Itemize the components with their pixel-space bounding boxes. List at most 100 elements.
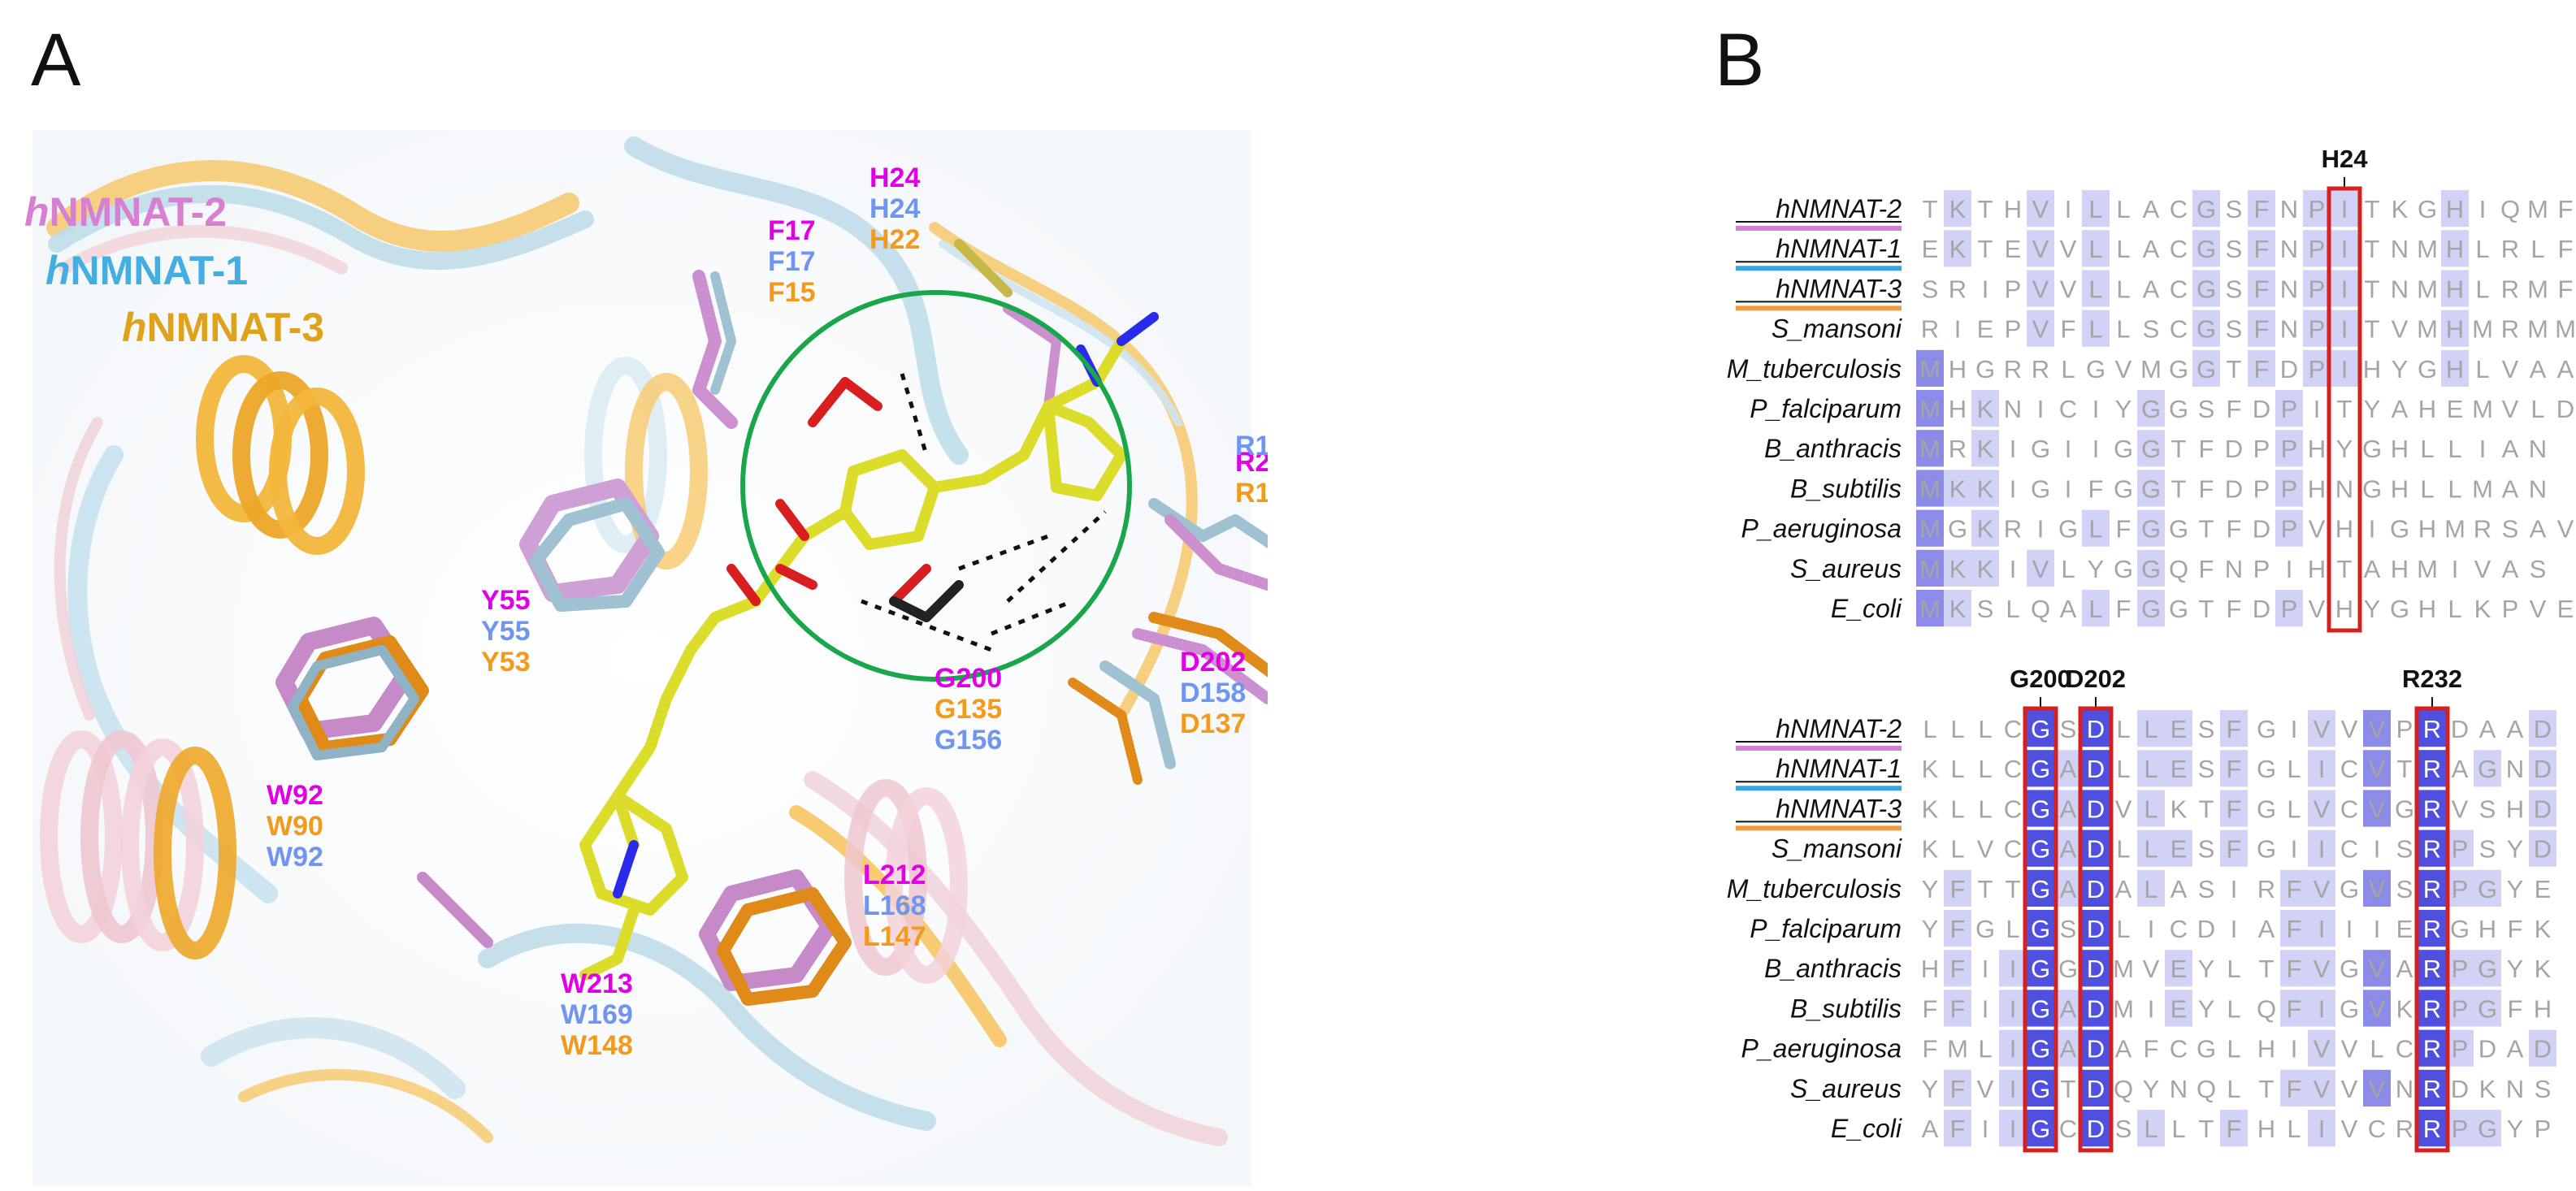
residue-char: I: [1982, 994, 1989, 1023]
residue-char: V: [2392, 315, 2409, 344]
conservation-cell: [2220, 710, 2248, 747]
residue-char: G: [2114, 474, 2133, 503]
residue-char: R: [2423, 755, 2441, 783]
residue-char: I: [2318, 835, 2326, 864]
residue-char: L: [1923, 715, 1936, 743]
residue-char: F: [2227, 515, 2242, 544]
conservation-cell: [2446, 1029, 2474, 1067]
legend-name: NMNAT-1: [71, 248, 249, 293]
residue-char: V: [2369, 1075, 2386, 1103]
residue-char: H: [2446, 235, 2464, 263]
conservation-cell: [2529, 710, 2556, 747]
residue-char: M: [2417, 315, 2438, 344]
residue-char: F: [2227, 395, 2242, 423]
residue-char: A: [2479, 715, 2496, 743]
residue-char: S: [2060, 915, 2077, 943]
residue-char: N: [2506, 1075, 2524, 1103]
conservation-cell: [2027, 990, 2054, 1027]
residue-char: P: [2005, 275, 2022, 303]
conserved-residue-marker: H24: [2322, 145, 2368, 633]
residue-char: A: [2143, 235, 2160, 263]
residue-char: C: [2004, 715, 2022, 743]
residue-char: L: [2448, 474, 2461, 503]
conservation-cell: [2418, 750, 2446, 787]
conservation-cell: [2165, 750, 2192, 787]
conservation-cell: [2418, 1069, 2446, 1107]
residue-char: V: [2143, 955, 2160, 983]
residue-char: I: [2346, 915, 2353, 943]
residue-char: D: [2087, 1075, 2105, 1103]
residue-char: L: [2287, 755, 2301, 783]
residue-char: I: [2065, 435, 2072, 463]
residue-char: C: [2368, 1115, 2386, 1143]
residue-char: G: [2197, 275, 2216, 303]
residue-char: L: [2144, 835, 2158, 864]
conservation-cell: [2280, 990, 2308, 1027]
residue-char: P: [2253, 435, 2270, 463]
residue-char: Q: [2114, 1075, 2133, 1103]
conservation-cell: [1999, 990, 2027, 1027]
residue-char: V: [2341, 1115, 2358, 1143]
residue-char: L: [1950, 835, 1964, 864]
residue-char: H: [2257, 1115, 2275, 1143]
residue-char: M: [2472, 315, 2493, 344]
residue-char: F: [2287, 994, 2302, 1023]
residue-char: D: [2253, 395, 2270, 423]
residue-char: P: [2281, 435, 2298, 463]
residue-label: W92: [267, 780, 323, 811]
residue-char: V: [2032, 555, 2049, 583]
residue-char: F: [2227, 595, 2242, 623]
species-name: B_anthracis: [1764, 954, 1902, 983]
residue-char: M: [2113, 955, 2134, 983]
species-name: E_coli: [1831, 594, 1902, 623]
residue-char: R: [1921, 315, 1939, 344]
residue-char: G: [2169, 355, 2188, 383]
residue-char: L: [2144, 795, 2158, 823]
residue-char: D: [2451, 715, 2469, 743]
residue-char: G: [2031, 1075, 2050, 1103]
residue-char: K: [1949, 474, 1967, 503]
residue-char: D: [2451, 1075, 2469, 1103]
conservation-cell: [2446, 950, 2474, 987]
residue-char: R: [2004, 515, 2022, 544]
residue-char: Y: [2507, 1115, 2524, 1143]
conservation-cell: [2192, 310, 2220, 347]
residue-char: I: [2291, 835, 2298, 864]
residue-char: A: [2507, 1035, 2524, 1063]
conservation-cell: [2441, 310, 2469, 347]
species-name: B_anthracis: [1764, 434, 1902, 463]
residue-char: T: [2365, 195, 2380, 223]
conservation-cell: [1916, 549, 1944, 587]
residue-char: L: [2116, 315, 2130, 344]
residue-char: H: [2391, 555, 2409, 583]
residue-char: G: [2031, 1035, 2050, 1063]
residue-char: A: [2060, 1035, 2077, 1063]
conservation-cell: [2220, 829, 2248, 867]
conservation-cell: [1944, 1069, 1971, 1107]
conservation-cell: [2082, 710, 2110, 747]
residue-char: I: [1982, 955, 1989, 983]
residue-char: N: [2529, 435, 2547, 463]
residue-char: I: [2065, 474, 2072, 503]
conservation-cell: [2082, 1069, 2110, 1107]
residue-label: R188: [1235, 431, 1268, 461]
residue-char: K: [2396, 994, 2413, 1023]
species-labels: hNMNAT-2hNMNAT-1hNMNAT-3S_mansoniM_tuber…: [1727, 714, 1902, 1143]
residue-char: V: [2502, 355, 2519, 383]
residue-char: Q: [2169, 555, 2188, 583]
residue-char: Y: [1922, 1075, 1939, 1103]
residue-char: D: [2534, 1035, 2552, 1063]
residue-char: E: [1922, 235, 1939, 263]
conservation-cell: [2308, 869, 2335, 907]
residue-char: R: [2423, 955, 2441, 983]
conservation-cell: [2331, 230, 2358, 267]
residue-char: C: [2059, 395, 2077, 423]
conservation-cell: [2275, 430, 2303, 467]
conservation-cell: [2137, 750, 2165, 787]
residue-char: H: [2446, 355, 2464, 383]
residue-char: Y: [2507, 955, 2524, 983]
residue-char: A: [2502, 474, 2519, 503]
residue-char: V: [2474, 555, 2491, 583]
residue-char: T: [1923, 195, 1938, 223]
